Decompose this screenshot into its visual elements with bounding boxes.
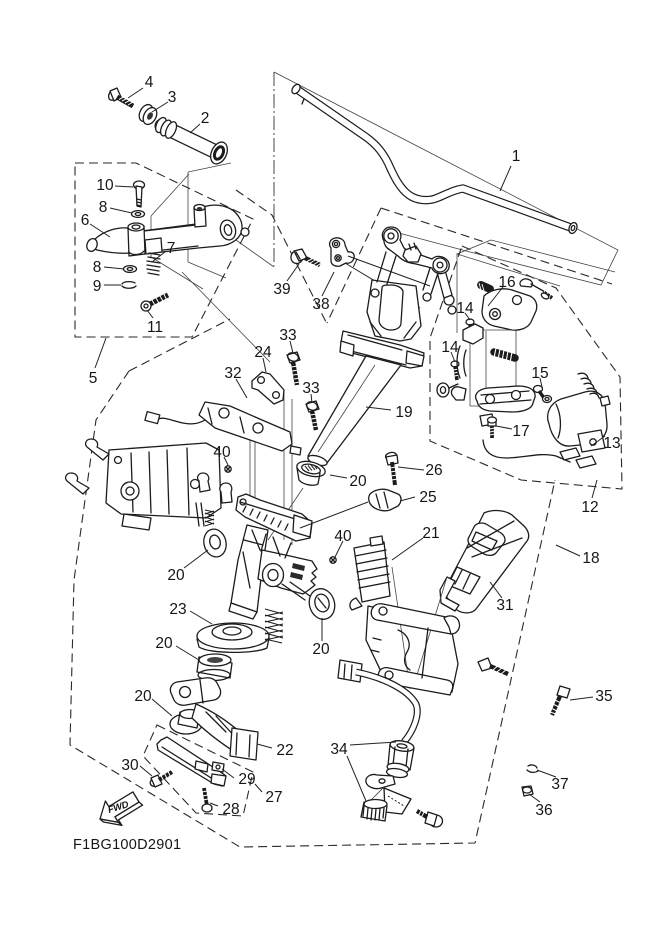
svg-text:40: 40 bbox=[334, 528, 352, 545]
svg-text:20: 20 bbox=[349, 473, 367, 490]
svg-text:24: 24 bbox=[254, 344, 272, 361]
svg-text:18: 18 bbox=[582, 550, 599, 567]
svg-text:40: 40 bbox=[213, 444, 231, 461]
svg-text:4: 4 bbox=[145, 74, 154, 91]
svg-text:3: 3 bbox=[168, 89, 177, 106]
svg-text:19: 19 bbox=[395, 404, 412, 421]
svg-text:25: 25 bbox=[419, 489, 436, 506]
svg-text:14: 14 bbox=[441, 339, 459, 356]
svg-text:20: 20 bbox=[312, 641, 330, 658]
svg-text:20: 20 bbox=[155, 635, 173, 652]
svg-text:29: 29 bbox=[238, 771, 255, 788]
svg-text:30: 30 bbox=[121, 757, 139, 774]
svg-text:33: 33 bbox=[302, 380, 319, 397]
svg-text:F1BG100D2901: F1BG100D2901 bbox=[73, 837, 181, 853]
svg-text:8: 8 bbox=[99, 199, 108, 216]
svg-text:11: 11 bbox=[147, 319, 163, 336]
svg-text:5: 5 bbox=[89, 370, 98, 387]
svg-text:28: 28 bbox=[222, 801, 239, 818]
svg-text:9: 9 bbox=[93, 278, 102, 295]
svg-text:35: 35 bbox=[595, 688, 612, 705]
svg-text:2: 2 bbox=[201, 110, 210, 127]
svg-text:7: 7 bbox=[167, 240, 176, 257]
svg-text:17: 17 bbox=[512, 423, 529, 440]
svg-text:10: 10 bbox=[96, 177, 114, 194]
svg-text:20: 20 bbox=[167, 567, 185, 584]
svg-text:14: 14 bbox=[456, 300, 474, 317]
svg-text:33: 33 bbox=[279, 327, 296, 344]
svg-text:26: 26 bbox=[425, 462, 442, 479]
svg-text:37: 37 bbox=[551, 776, 568, 793]
svg-text:1: 1 bbox=[512, 148, 521, 165]
svg-text:6: 6 bbox=[81, 212, 90, 229]
svg-text:32: 32 bbox=[224, 365, 241, 382]
svg-text:13: 13 bbox=[603, 435, 620, 452]
svg-text:23: 23 bbox=[169, 601, 186, 618]
svg-text:8: 8 bbox=[93, 259, 102, 276]
svg-text:34: 34 bbox=[330, 741, 348, 758]
svg-text:21: 21 bbox=[422, 525, 439, 542]
svg-text:38: 38 bbox=[312, 296, 329, 313]
svg-text:27: 27 bbox=[265, 789, 282, 806]
svg-text:31: 31 bbox=[496, 597, 513, 614]
svg-text:39: 39 bbox=[273, 281, 290, 298]
svg-text:22: 22 bbox=[276, 742, 293, 759]
svg-text:15: 15 bbox=[531, 365, 548, 382]
svg-text:36: 36 bbox=[535, 802, 552, 819]
svg-text:12: 12 bbox=[581, 499, 598, 516]
svg-text:20: 20 bbox=[134, 688, 152, 705]
svg-text:16: 16 bbox=[498, 274, 515, 291]
